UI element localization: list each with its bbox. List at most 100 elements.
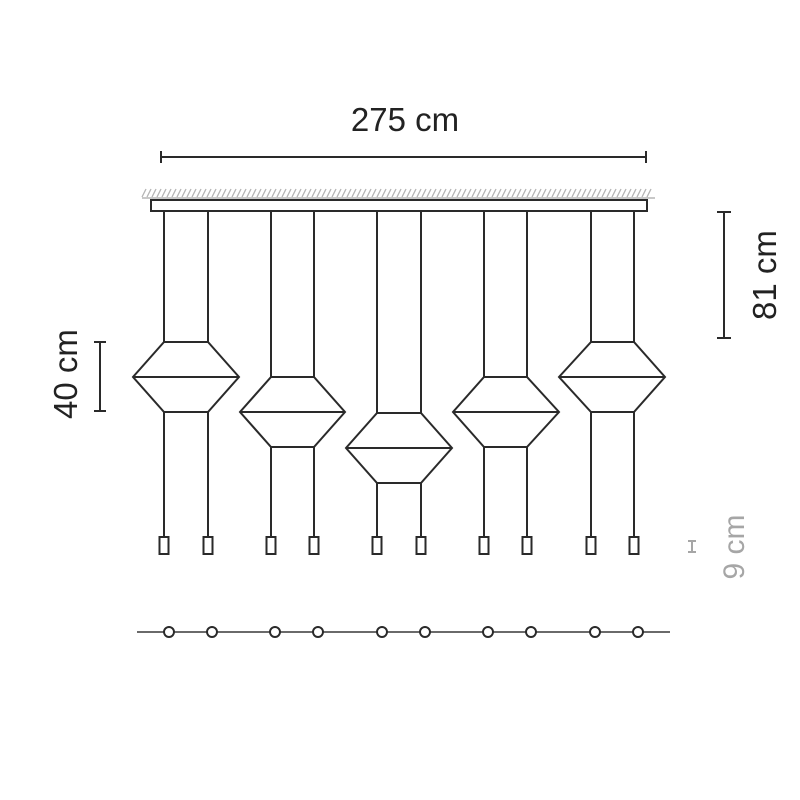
hatch-stroke	[511, 188, 517, 198]
hatch-stroke	[301, 188, 307, 198]
hatch-stroke	[196, 188, 202, 198]
end-cap	[371, 536, 383, 555]
hatch-stroke	[246, 188, 252, 198]
hatch-stroke	[411, 188, 417, 198]
hatch-stroke	[596, 188, 602, 198]
hatch-stroke	[216, 188, 222, 198]
hatch-stroke	[566, 188, 572, 198]
hatch-stroke	[286, 188, 292, 198]
hatch-stroke	[261, 188, 267, 198]
hatch-stroke	[526, 188, 532, 198]
end-cap	[628, 536, 640, 555]
hatch-stroke	[156, 188, 162, 198]
hatch-stroke	[361, 188, 367, 198]
hatch-stroke	[151, 188, 157, 198]
end-cap	[521, 536, 533, 555]
width-dimension: 275 cm	[160, 101, 647, 163]
plan-point	[269, 626, 281, 638]
lamp-5	[557, 211, 667, 555]
hatch-stroke	[191, 188, 197, 198]
shade-height-dimension: 40 cm	[47, 329, 106, 419]
cap-height-dimension: 9 cm	[688, 514, 751, 580]
hatch-stroke	[406, 188, 412, 198]
hatch-stroke	[441, 188, 447, 198]
end-cap	[265, 536, 277, 555]
hatch-stroke	[436, 188, 442, 198]
hatch-stroke	[616, 188, 622, 198]
hatch-stroke	[491, 188, 497, 198]
hatch-stroke	[276, 188, 282, 198]
plan-point	[525, 626, 537, 638]
plan-point	[312, 626, 324, 638]
hatch-stroke	[551, 188, 557, 198]
hatch-stroke	[281, 188, 287, 198]
plan-point	[163, 626, 175, 638]
hatch-stroke	[486, 188, 492, 198]
hatch-stroke	[226, 188, 232, 198]
hatch-stroke	[331, 188, 337, 198]
hatch-stroke	[176, 188, 182, 198]
plan-point	[206, 626, 218, 638]
hatch-stroke	[591, 188, 597, 198]
plan-point	[589, 626, 601, 638]
hatch-stroke	[536, 188, 542, 198]
lamps	[131, 211, 667, 555]
hatch-stroke	[416, 188, 422, 198]
hatch-stroke	[521, 188, 527, 198]
shade-height-label: 40 cm	[47, 329, 84, 419]
hatch-stroke	[321, 188, 327, 198]
hatch-stroke	[141, 188, 147, 198]
hatch-stroke	[376, 188, 382, 198]
hatch-stroke	[306, 188, 312, 198]
hatch-stroke	[546, 188, 552, 198]
hatch-stroke	[556, 188, 562, 198]
hatch-stroke	[506, 188, 512, 198]
hatch-stroke	[391, 188, 397, 198]
hatch-stroke	[201, 188, 207, 198]
hatch-stroke	[356, 188, 362, 198]
hatch-stroke	[516, 188, 522, 198]
hatch-stroke	[456, 188, 462, 198]
lamp-1	[131, 211, 241, 555]
hatch-stroke	[626, 188, 632, 198]
hatch-stroke	[451, 188, 457, 198]
hatch-stroke	[386, 188, 392, 198]
hatch-stroke	[211, 188, 217, 198]
hatch-stroke	[296, 188, 302, 198]
canopy	[150, 199, 648, 212]
hatch-stroke	[631, 188, 637, 198]
hatch-stroke	[396, 188, 402, 198]
end-cap	[158, 536, 170, 555]
end-cap	[585, 536, 597, 555]
hatch-stroke	[401, 188, 407, 198]
hatch-stroke	[461, 188, 467, 198]
drop-dimension: 81 cm	[717, 211, 783, 339]
plan-point	[419, 626, 431, 638]
hatch-stroke	[381, 188, 387, 198]
drop-label: 81 cm	[746, 230, 783, 320]
hatch-stroke	[611, 188, 617, 198]
hatch-stroke	[496, 188, 502, 198]
hatch-stroke	[231, 188, 237, 198]
hatch-stroke	[541, 188, 547, 198]
hatch-stroke	[171, 188, 177, 198]
hatch-stroke	[256, 188, 262, 198]
end-cap	[308, 536, 320, 555]
plan-view	[137, 626, 670, 638]
hatch-stroke	[326, 188, 332, 198]
hatch-stroke	[341, 188, 347, 198]
hatch-stroke	[481, 188, 487, 198]
plan-point	[376, 626, 388, 638]
hatch-stroke	[146, 188, 152, 198]
hatch-stroke	[241, 188, 247, 198]
hatch-stroke	[636, 188, 642, 198]
hatch-stroke	[316, 188, 322, 198]
hatch-stroke	[471, 188, 477, 198]
hatch-stroke	[251, 188, 257, 198]
hatch-stroke	[576, 188, 582, 198]
hatch-stroke	[311, 188, 317, 198]
hatch-stroke	[581, 188, 587, 198]
hatch-stroke	[336, 188, 342, 198]
hatch-stroke	[531, 188, 537, 198]
